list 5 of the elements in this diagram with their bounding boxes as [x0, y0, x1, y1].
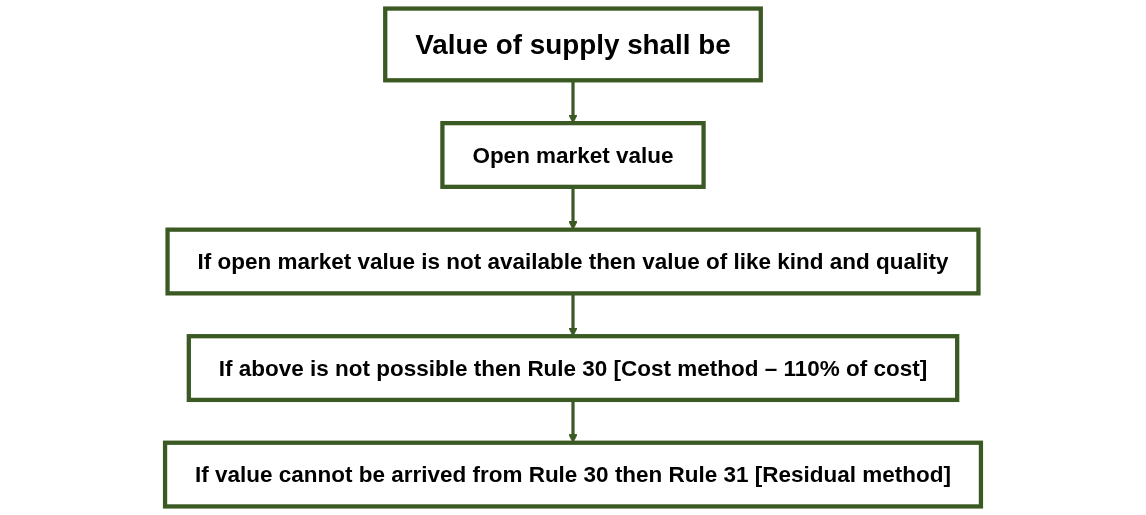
node-box: [440, 121, 706, 189]
node-box: [383, 6, 763, 83]
node-box: [165, 227, 981, 296]
node-box: [186, 334, 960, 403]
node-box: [162, 440, 984, 509]
